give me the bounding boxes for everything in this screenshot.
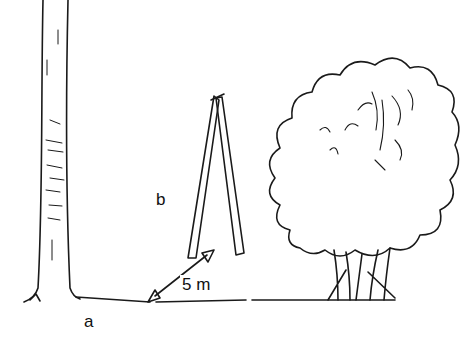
tree-trunk <box>24 0 80 302</box>
part-label: a <box>82 312 95 331</box>
dimension-label: 5 m <box>180 275 212 294</box>
dimension-arrow <box>148 250 214 302</box>
ground-line <box>76 297 395 302</box>
bush <box>270 58 459 300</box>
part-label: b <box>154 190 167 209</box>
stick-frame <box>188 94 244 258</box>
